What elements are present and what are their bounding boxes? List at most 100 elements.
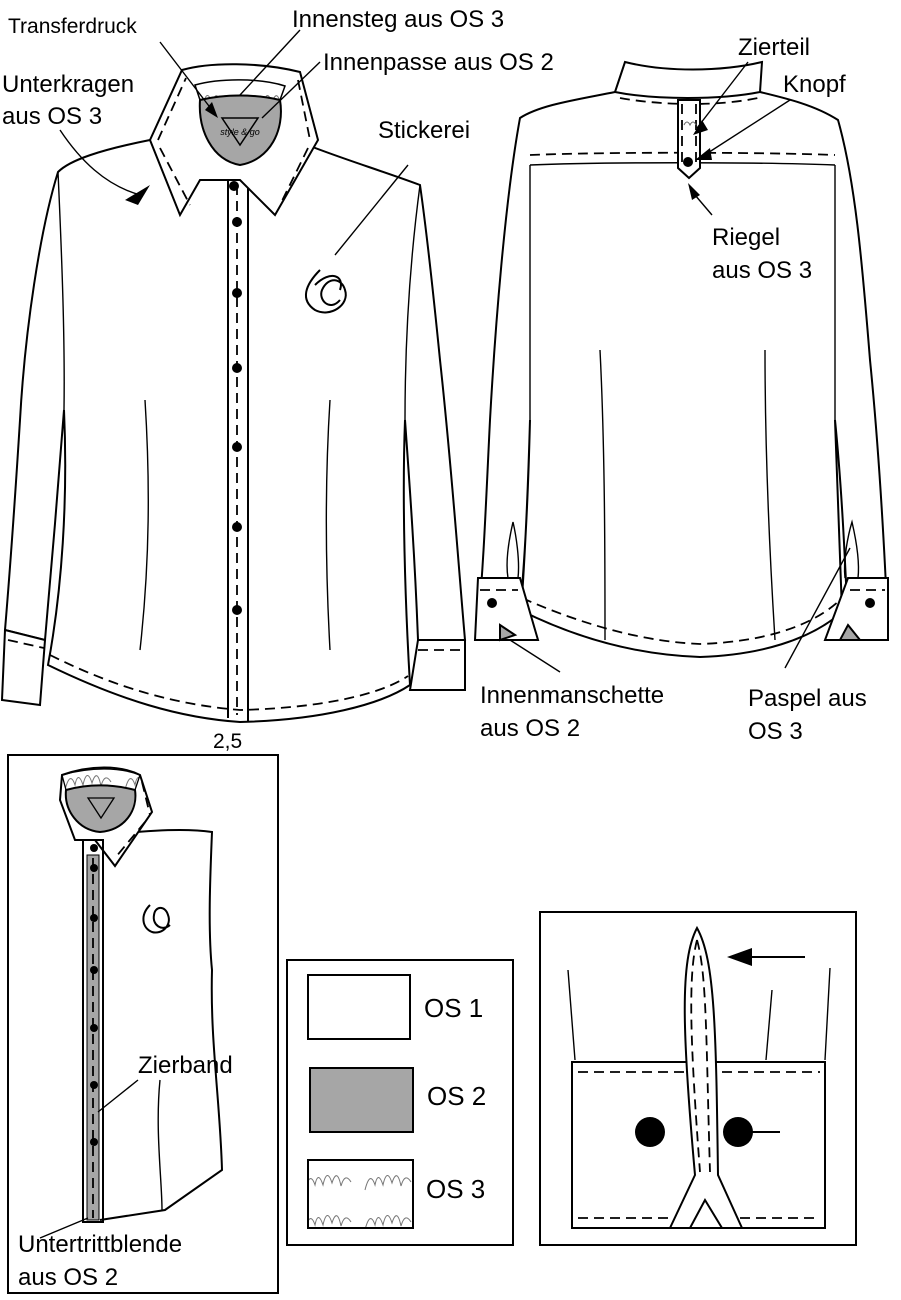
front-right-cuff <box>408 639 466 691</box>
label-unterkragen-1: Unterkragen <box>2 71 134 98</box>
back-hem-stitch <box>521 597 841 645</box>
detail-placket-stitch <box>690 939 711 1173</box>
detail-embroidery <box>142 904 171 934</box>
label-unterkragen-2: aus OS 3 <box>2 103 102 130</box>
label-knopf: Knopf <box>783 71 846 98</box>
collar-stitch-left <box>157 77 187 141</box>
leader-innensteg <box>239 29 301 96</box>
back-left-inner-cuff <box>499 623 518 642</box>
back-left-seam <box>599 349 606 641</box>
arrowhead-riegel <box>688 183 700 200</box>
leader-zierband <box>97 1079 139 1113</box>
detail-placket <box>82 839 104 1223</box>
embroidery-motif <box>305 269 347 314</box>
detail-collar-stitch <box>114 781 151 859</box>
label-innenpasse: Innenpasse aus OS 2 <box>323 49 554 76</box>
detail-cuff-body <box>571 1061 826 1229</box>
front-right-armhole-line <box>404 184 421 421</box>
back-body-outline <box>476 91 890 659</box>
unterkragen-arrowhead <box>125 185 150 205</box>
label-untertrittblende-1: Untertrittblende <box>18 1231 182 1258</box>
back-right-inner-cuff <box>838 623 863 641</box>
label-measure: 2,5 <box>213 730 242 753</box>
leader-unterkragen <box>59 129 141 196</box>
detail-dart <box>157 1079 163 1211</box>
detail-buttons <box>90 844 98 1146</box>
legend-label-os2: OS 2 <box>427 1081 486 1111</box>
label-stickerei: Stickerei <box>378 117 470 144</box>
detail-inner-yoke <box>64 784 137 834</box>
legend-swatch-os2 <box>309 1067 414 1133</box>
label-transferdruck: Transferdruck <box>8 15 137 38</box>
label-riegel-2: aus OS 3 <box>712 257 812 284</box>
front-body-outline <box>3 139 467 724</box>
collar-stitch-right <box>297 79 311 141</box>
leader-untertrittblende <box>39 1217 89 1239</box>
front-view: style & go <box>0 63 467 724</box>
front-placket <box>227 180 249 722</box>
arrowhead-zierteil <box>693 120 708 135</box>
detail-placket-box: Zierband Untertrittblende aus OS 2 <box>7 754 279 1294</box>
label-untertrittblende-2: aus OS 2 <box>18 1264 118 1291</box>
back-left-cuff-button <box>487 598 497 608</box>
detail-arrow-head <box>727 948 752 966</box>
back-riegel <box>677 99 701 180</box>
front-left-dart <box>139 399 149 651</box>
back-riegel-stitch <box>681 104 697 166</box>
back-right-cuff-button <box>865 598 875 608</box>
label-innensteg: Innensteg aus OS 3 <box>292 6 504 33</box>
legend-label-os3: OS 3 <box>426 1174 485 1204</box>
leader-stickerei <box>334 164 409 256</box>
front-right-dart <box>325 399 331 651</box>
leader-zierteil <box>696 61 749 129</box>
arrowhead-transferdruck <box>205 102 218 118</box>
leader-innenmanschette <box>509 639 561 673</box>
back-right-seam <box>764 349 776 641</box>
arrowhead-knopf <box>695 148 712 160</box>
transfer-print-logo <box>220 117 260 147</box>
back-left-cuff <box>473 577 540 641</box>
label-paspel-2: OS 3 <box>748 718 803 745</box>
legend-swatch-os1 <box>307 974 411 1040</box>
leader-riegel <box>694 194 713 216</box>
front-hem-stitch <box>49 654 409 711</box>
back-zierteil <box>683 121 697 127</box>
front-left-cuff <box>0 628 47 707</box>
label-innenmanschette-2: aus OS 2 <box>480 715 580 742</box>
front-left-cuff-stitch <box>7 639 45 649</box>
detail-body-outline <box>99 828 224 1221</box>
front-inner-yoke <box>198 94 282 167</box>
label-innenmanschette-1: Innenmanschette <box>480 682 664 709</box>
detail-placket-frame <box>7 754 279 1294</box>
legend-swatch-os3 <box>307 1159 414 1229</box>
logo-text: style & go <box>220 127 260 137</box>
back-collar-band <box>613 60 764 99</box>
back-right-placket <box>843 519 860 579</box>
back-left-placket <box>506 521 520 579</box>
label-zierband: Zierband <box>138 1052 233 1079</box>
detail-cuff-button-left <box>635 1117 665 1147</box>
label-zierteil: Zierteil <box>738 34 810 61</box>
leader-paspel <box>784 547 851 669</box>
label-riegel-1: Riegel <box>712 224 780 251</box>
label-paspel-1: Paspel aus <box>748 685 867 712</box>
detail-cuff-button-right <box>723 1117 753 1147</box>
back-annotations: Zierteil Knopf Riegel aus OS 3 Innenmans… <box>480 34 867 745</box>
back-knopf <box>683 157 693 167</box>
detail-sleeve-lines <box>567 967 831 1061</box>
back-right-cuff <box>823 577 889 641</box>
collar-stitch-left-bottom <box>159 147 191 206</box>
leader-transferdruck <box>159 41 213 111</box>
legend-box: OS 1 OS 2 OS 3 <box>286 959 514 1246</box>
detail-logo <box>86 797 116 820</box>
detail-cuff-box <box>539 911 857 1246</box>
leader-knopf <box>699 99 791 159</box>
front-annotations: Transferdruck Innensteg aus OS 3 Innenpa… <box>2 6 554 753</box>
front-left-armhole-line <box>57 171 65 411</box>
legend-label-os1: OS 1 <box>424 993 483 1023</box>
leader-innenpasse <box>261 61 321 119</box>
front-buttons <box>229 181 242 615</box>
collar-stitch-right-bottom <box>279 147 309 206</box>
back-view <box>473 60 890 659</box>
